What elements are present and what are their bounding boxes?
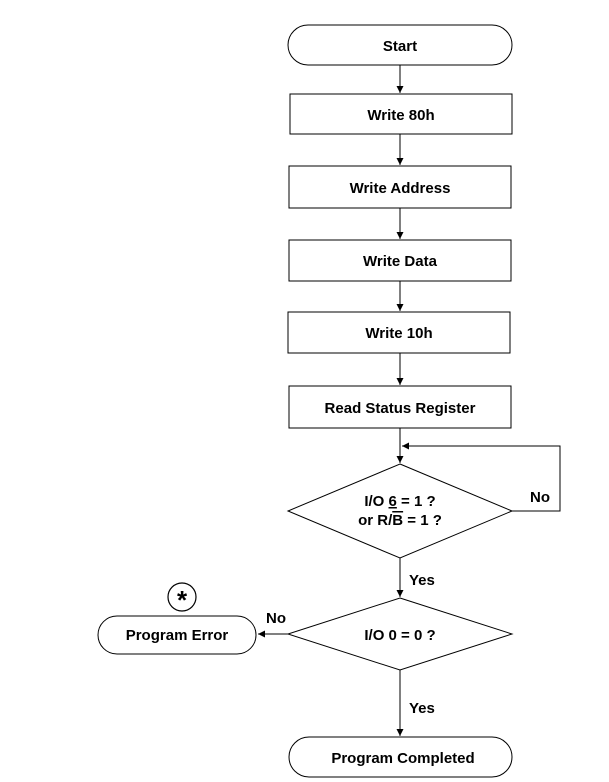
step-write-data: Write Data	[288, 239, 512, 282]
asterisk-note-marker: *	[167, 582, 197, 615]
decision-ready-yes-label: Yes	[409, 572, 435, 589]
start-terminator: Start	[287, 24, 513, 66]
decision-ready-line1: I/O 6 = 1 ?	[364, 493, 435, 510]
step-read-status-register: Read Status Register	[288, 385, 512, 429]
step-write-address-label: Write Address	[350, 180, 451, 197]
asterisk-icon: *	[177, 585, 188, 615]
decision-pass-check: I/O 0 = 0 ?	[286, 597, 514, 671]
step-write-80h: Write 80h	[289, 93, 513, 135]
decision-ready-no-label: No	[530, 489, 550, 506]
program-error-terminator: Program Error	[97, 615, 257, 655]
decision-ready-line2: or R/B = 1 ?	[358, 512, 442, 529]
program-completed-label: Program Completed	[331, 750, 474, 767]
step-write-80h-label: Write 80h	[367, 107, 434, 124]
decision-ready-check: I/O 6 = 1 ? or R/B = 1 ?	[286, 463, 514, 559]
step-read-status-label: Read Status Register	[325, 400, 476, 417]
loop-back-no-path	[402, 442, 561, 512]
program-completed-terminator: Program Completed	[288, 736, 513, 778]
step-write-address: Write Address	[288, 165, 512, 209]
decision-pass-no-label: No	[266, 610, 286, 627]
step-write-10h-label: Write 10h	[365, 325, 432, 342]
decision-pass-label: I/O 0 = 0 ?	[364, 627, 435, 644]
step-write-data-label: Write Data	[363, 253, 438, 270]
decision-pass-yes-label: Yes	[409, 700, 435, 717]
step-write-10h: Write 10h	[287, 311, 511, 354]
start-label: Start	[383, 38, 417, 55]
program-error-label: Program Error	[126, 627, 229, 644]
